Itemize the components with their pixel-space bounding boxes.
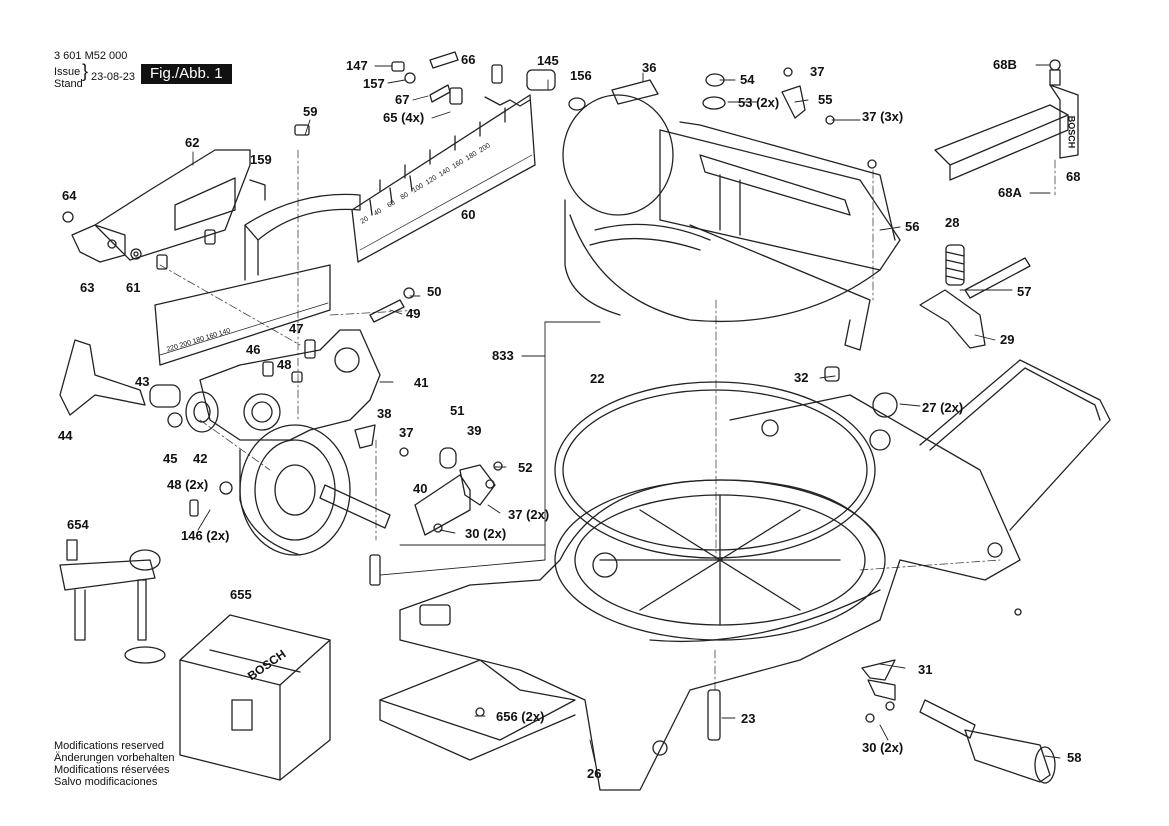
part-label: 57 [1017, 284, 1032, 299]
note-line: Änderungen vorbehalten [54, 752, 175, 764]
part-label: 654 [67, 517, 89, 532]
clamp-63-drawing [71, 224, 126, 263]
part-label: 43 [135, 374, 150, 389]
part-label: 47 [289, 321, 304, 336]
part-label: 156 [570, 68, 592, 83]
part-label: 40 [413, 481, 428, 496]
part-label: 42 [193, 451, 208, 466]
modification-notes: Modifications reserved Änderungen vorbeh… [54, 740, 174, 788]
part-label: 655 [230, 587, 252, 602]
plate-40 [354, 424, 496, 536]
part-label: 41 [414, 375, 429, 390]
part-label: 23 [741, 711, 756, 726]
part-label: 45 [163, 451, 178, 466]
part-label: 38 [377, 406, 392, 421]
part-label: 37 [399, 425, 414, 440]
scale-36-drawing [611, 79, 659, 105]
part-label: 55 [818, 92, 833, 107]
stand-label: Stand [54, 78, 83, 90]
small-fasteners [62, 51, 1022, 741]
part-label: 68B [993, 57, 1017, 72]
issue-date: 23-08-23 [91, 71, 136, 83]
part-label: 39 [467, 423, 482, 438]
part-label: 50 [427, 284, 442, 299]
part-label: 56 [905, 219, 920, 234]
part-label: 49 [406, 306, 421, 321]
part-label: 30 (2x) [862, 740, 904, 755]
part-label: 833 [492, 348, 514, 363]
issue-label: Issue [54, 66, 81, 78]
part-label: 64 [62, 188, 77, 203]
part-label: 68A [998, 185, 1022, 200]
part-label: 146 (2x) [181, 528, 230, 543]
ring-22-drawing [554, 381, 876, 559]
part-label: 58 [1067, 750, 1082, 765]
part-label: 62 [185, 135, 200, 150]
spring-28 [945, 244, 965, 286]
part-label: 28 [945, 215, 960, 230]
part-label: 44 [58, 428, 73, 443]
part-label: 67 [395, 92, 410, 107]
upper-arm-drawing [562, 94, 901, 351]
part-label: 36 [642, 60, 657, 75]
note-line: Salvo modificaciones [54, 776, 158, 788]
part-label: 30 (2x) [465, 526, 507, 541]
base-drawing [399, 392, 1021, 791]
figure-label: Fig./Abb. 1 [141, 64, 232, 84]
leader-lines [192, 64, 1061, 763]
part-label: 48 (2x) [167, 477, 209, 492]
stop-68-drawing [934, 59, 1079, 181]
extension-rods [379, 359, 1111, 761]
note-line: Modifications réservées [54, 764, 170, 776]
part-label: 59 [303, 104, 318, 119]
part-label: 52 [518, 460, 533, 475]
part-label: 51 [450, 403, 465, 418]
guard-62-drawing [94, 149, 266, 261]
part-label: 37 [810, 64, 825, 79]
part-label: 60 [461, 207, 476, 222]
tool-58-drawing [919, 699, 1056, 784]
part-label: 145 [537, 53, 559, 68]
fence-left-drawing [154, 193, 361, 366]
clamp-654-drawing [59, 539, 166, 664]
part-label: 157 [363, 76, 385, 91]
part-label: 27 (2x) [922, 400, 964, 415]
handle-44 [59, 339, 219, 433]
part-label: 63 [80, 280, 95, 295]
battery-655-drawing [179, 614, 331, 781]
part-label: 61 [126, 280, 141, 295]
bracket-55 [781, 85, 806, 119]
clip-31-drawing [861, 659, 896, 701]
part-label: 147 [346, 58, 368, 73]
handle-29 [919, 289, 986, 349]
fence-right-drawing [351, 94, 536, 263]
part-label: 31 [918, 662, 933, 677]
part-label: 37 (3x) [862, 109, 904, 124]
part-label: 66 [461, 52, 476, 67]
motor-housing-drawing [199, 329, 391, 556]
document-number: 3 601 M52 000 [54, 50, 128, 62]
brace-glyph: } [82, 61, 89, 81]
pin-57 [964, 257, 1031, 299]
part-label: 68 [1066, 169, 1081, 184]
part-label: 656 (2x) [496, 709, 545, 724]
part-label: 54 [740, 72, 755, 87]
part-label: 65 (4x) [383, 110, 425, 125]
part-label: 37 (2x) [508, 507, 550, 522]
part-label: 29 [1000, 332, 1015, 347]
part-label: 48 [277, 357, 292, 372]
guide-lines [159, 149, 1056, 691]
brand-mark-stop: BOSCH [1066, 115, 1077, 149]
part-label: 32 [794, 370, 809, 385]
part-label: 26 [587, 766, 602, 781]
part-label: 53 (2x) [738, 95, 780, 110]
part-label: 46 [246, 342, 261, 357]
note-line: Modifications reserved [54, 740, 165, 752]
part-label: 22 [590, 371, 605, 386]
part-label: 159 [250, 152, 272, 167]
